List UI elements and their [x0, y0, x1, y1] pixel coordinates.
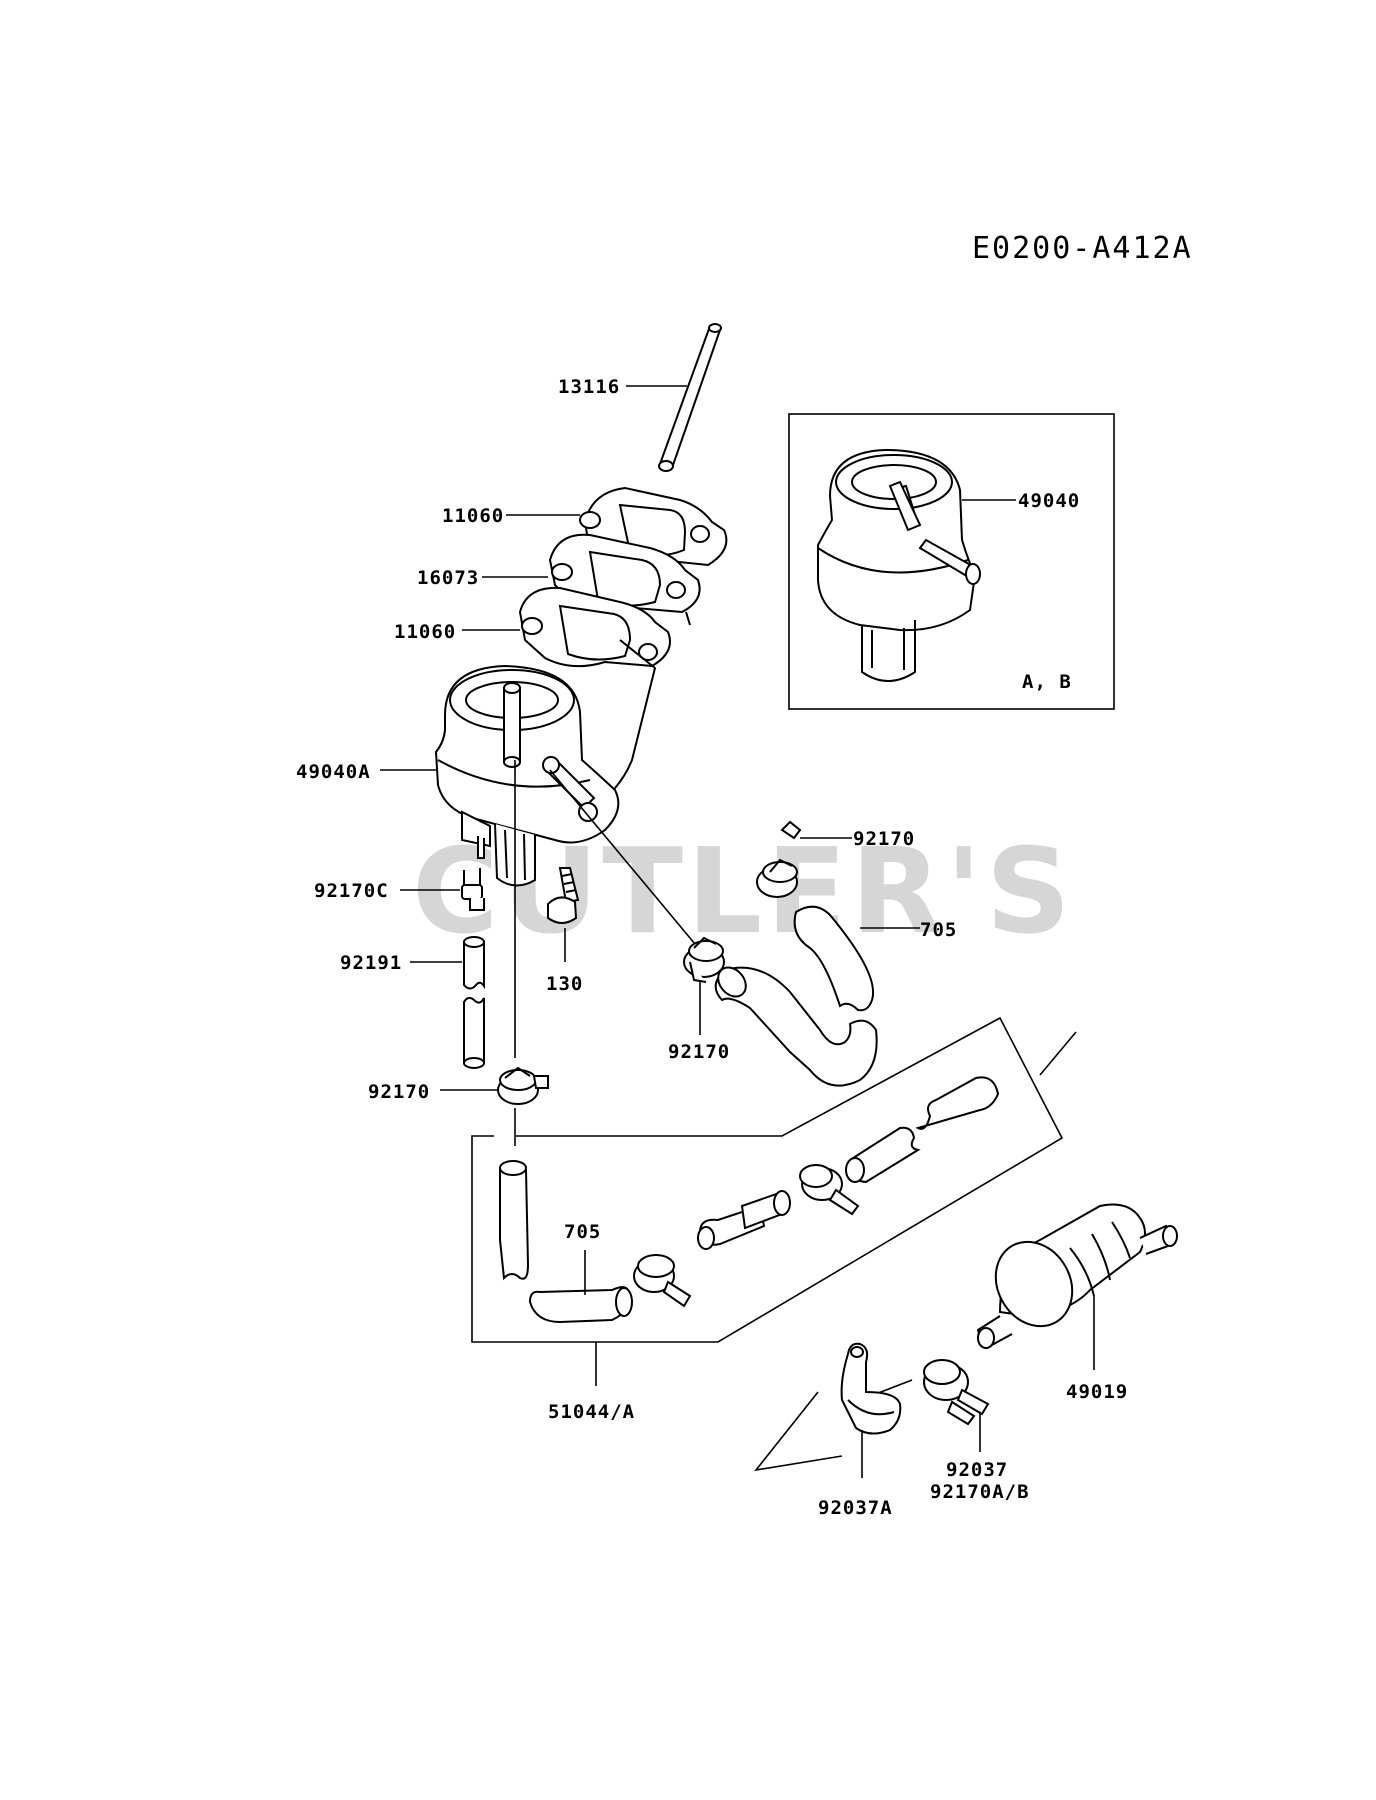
clamp-92037: 92037 92170A/B — [923, 1359, 1030, 1503]
label-51044A: 51044/A — [548, 1401, 635, 1423]
gasket-11060-bottom: 11060 — [394, 586, 671, 668]
inset-fuel-pump — [817, 448, 981, 682]
clamp-92170-mid: 92170 — [668, 936, 730, 1063]
label-92170-mid: 92170 — [668, 1041, 730, 1063]
hose-assembly-51044-outline: 51044/A — [471, 1016, 1077, 1423]
label-13116: 13116 — [558, 376, 620, 398]
clamp-92170-top-right: 92170 — [756, 820, 915, 898]
label-92170C: 92170C — [314, 880, 389, 902]
label-92170-left: 92170 — [368, 1081, 430, 1103]
clip-92037A: 92037A — [754, 1342, 902, 1519]
spacer-16073: 16073 — [417, 533, 701, 626]
label-92037: 92037 — [946, 1459, 1008, 1481]
bolt-130: 130 — [546, 867, 583, 995]
label-92191: 92191 — [340, 952, 402, 974]
hose-assembly-parts — [633, 1076, 1000, 1308]
label-92170AB: 92170A/B — [930, 1481, 1030, 1503]
label-11060-bottom: 11060 — [394, 621, 456, 643]
hose-705-lower: 705 — [499, 1160, 633, 1324]
label-130: 130 — [546, 973, 583, 995]
label-49040-inset: 49040 — [1018, 490, 1080, 512]
diagram-code: E0200-A412A — [972, 231, 1193, 266]
label-49019: 49019 — [1066, 1381, 1128, 1403]
label-92170-top-right: 92170 — [853, 828, 915, 850]
label-705-lower: 705 — [564, 1221, 601, 1243]
fuel-filter-49019: 49019 — [976, 1203, 1178, 1403]
inset-box: 49040 A, B — [788, 413, 1115, 710]
leader-line — [549, 769, 701, 951]
clamp-92170C: 92170C — [314, 868, 485, 911]
label-16073: 16073 — [417, 567, 479, 589]
label-92037A: 92037A — [818, 1497, 893, 1519]
label-705-right: 705 — [920, 919, 957, 941]
inset-note: A, B — [1022, 671, 1072, 693]
clamp-92170-left: 92170 — [368, 1066, 549, 1105]
label-49040A: 49040A — [296, 761, 371, 783]
hose-92191: 92191 — [340, 936, 485, 1069]
hose-705-right: 705 — [714, 905, 957, 1087]
pin-13116: 13116 — [558, 323, 722, 472]
label-11060-top: 11060 — [442, 505, 504, 527]
